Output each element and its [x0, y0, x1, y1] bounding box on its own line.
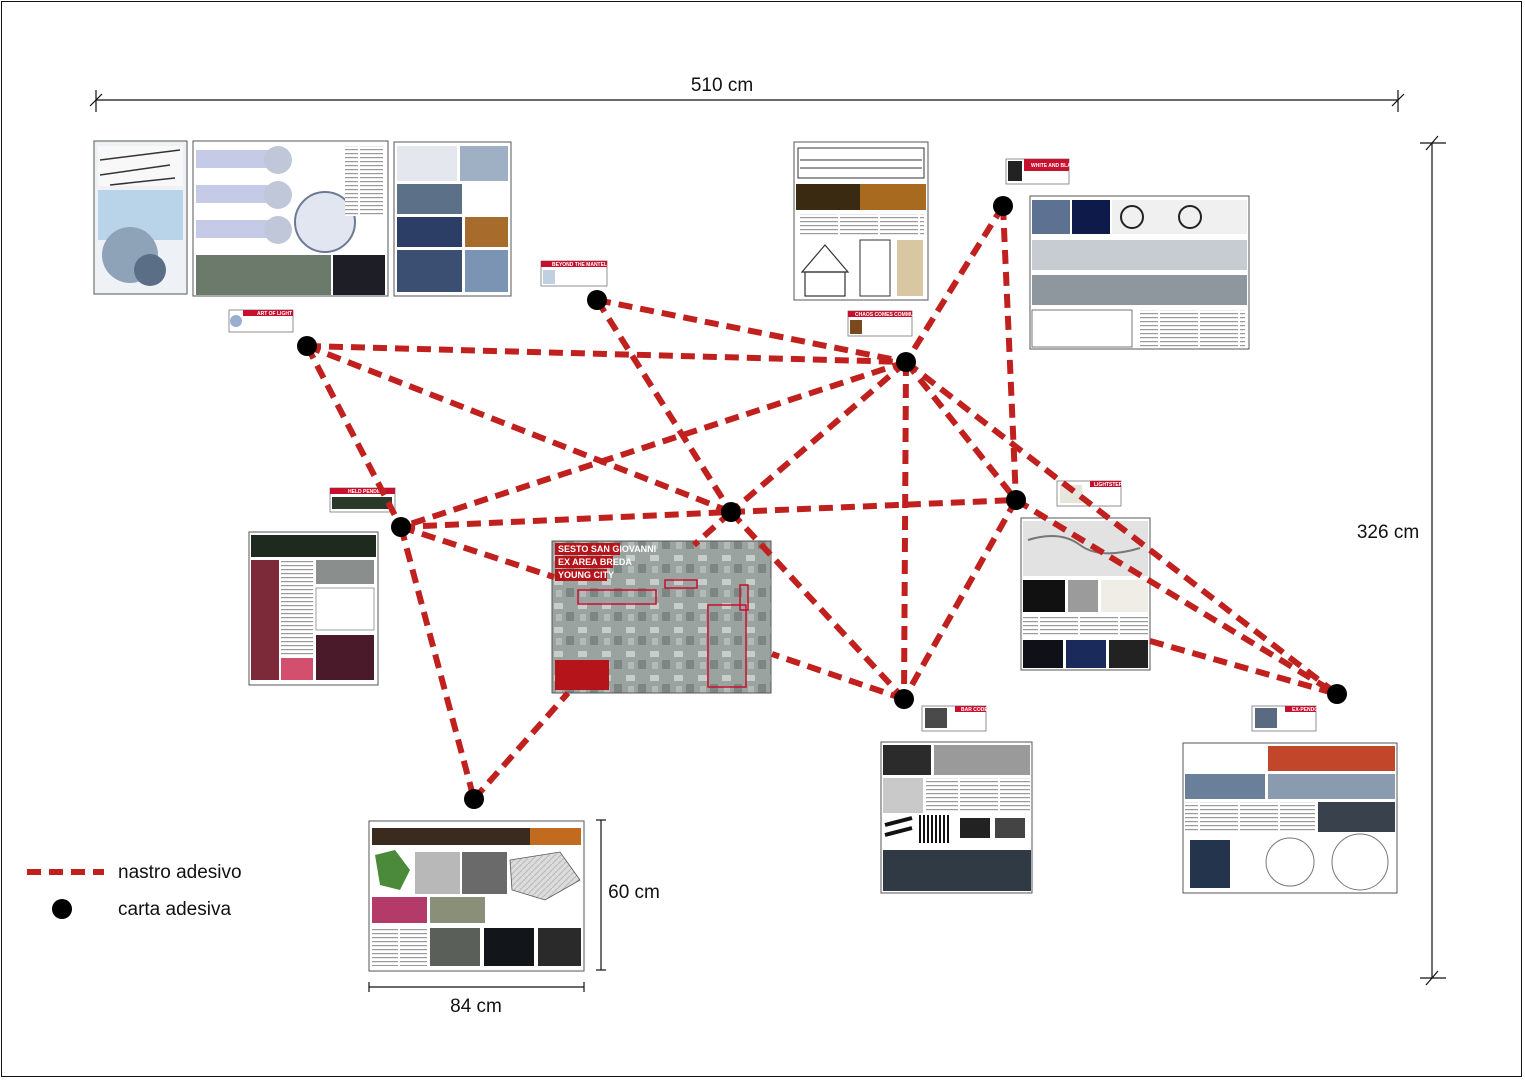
label-bar-code-text: BAR CODE — [961, 707, 988, 713]
label-ex-pendo-text: EX-PENDO — [1292, 707, 1318, 713]
central-title-line-2: EX AREA BREDA — [558, 557, 632, 567]
height-label: 326 cm — [1357, 522, 1419, 543]
tape-segment — [594, 298, 734, 514]
panel-width-label: 84 cm — [450, 996, 502, 1017]
tape-segment — [305, 343, 733, 515]
adhesive-dot — [464, 789, 484, 809]
label-white-and-black-text: WHITE AND BLACK — [1031, 163, 1078, 169]
central-title-line-1: SESTO SAN GIOVANNI — [558, 544, 656, 554]
central-panel: SESTO SAN GIOVANNI EX AREA BREDA YOUNG C… — [551, 540, 772, 694]
tape-segment — [1000, 205, 1019, 501]
width-dimension: 510 cm — [89, 75, 1405, 112]
adhesive-dot — [297, 336, 317, 356]
label-beyond-the-mantel: BEYOND THE MANTEL — [540, 260, 608, 287]
adhesive-dot — [896, 352, 916, 372]
tape-segment — [903, 360, 1019, 502]
label-lightsteps: LIGHTSTEPS — [1056, 480, 1126, 507]
legend-dot-swatch — [52, 899, 72, 919]
width-label: 510 cm — [691, 75, 753, 96]
tape-segment — [771, 651, 905, 702]
tape-segment — [471, 691, 571, 801]
label-white-and-black: WHITE AND BLACK — [1005, 158, 1078, 185]
height-dimension: 326 cm — [1357, 135, 1446, 986]
panel-lightsteps — [1020, 517, 1151, 671]
tape-segment — [304, 344, 404, 529]
adhesive-dot — [391, 517, 411, 537]
panel-width-dimension: 84 cm — [368, 982, 585, 1017]
tape-connections — [304, 204, 1339, 801]
adhesive-dot — [587, 290, 607, 310]
panel-height-label: 60 cm — [608, 882, 660, 903]
tape-segment — [904, 359, 1339, 697]
panel-art-of-light-3 — [393, 141, 512, 297]
tape-segment — [1014, 497, 1339, 697]
tape-segment — [596, 297, 907, 365]
label-art-of-light: ART OF LIGHT — [228, 309, 294, 333]
legend: nastro adesivo carta adesiva — [27, 862, 242, 920]
adhesive-dot — [721, 502, 741, 522]
legend-dot-label: carta adesiva — [118, 899, 231, 920]
panel-overview — [368, 820, 585, 972]
panel-height-dimension: 60 cm — [596, 819, 660, 971]
panel-art-of-light-1 — [93, 140, 188, 295]
tape-segment — [729, 359, 908, 515]
panel-white-and-black — [1029, 195, 1250, 350]
central-title-line-3: YOUNG CITY — [558, 570, 614, 580]
adhesive-dot — [993, 196, 1013, 216]
tape-segment — [306, 343, 907, 365]
tape-segment — [400, 524, 555, 580]
adhesive-dot — [1006, 490, 1026, 510]
tape-segment — [903, 204, 1006, 364]
adhesive-dot — [1327, 684, 1347, 704]
panel-chaos-comes-community — [793, 141, 929, 301]
label-held-pending-text: HELD PENDING — [348, 489, 386, 495]
panel-art-of-light-2 — [192, 140, 389, 297]
label-chaos-comes-community: CHAOS COMES COMMUNITY — [847, 310, 926, 337]
panel-ex-pendo — [1182, 742, 1398, 894]
label-ex-pendo: EX-PENDO — [1251, 705, 1318, 732]
tape-segment — [901, 361, 909, 700]
panel-bar-code — [880, 741, 1033, 894]
label-bar-code: BAR CODE — [921, 705, 988, 732]
tape-segment — [400, 509, 732, 530]
label-beyond-the-mantel-text: BEYOND THE MANTEL — [552, 262, 607, 268]
barcode-icon — [919, 815, 949, 843]
tape-segment — [901, 498, 1019, 701]
label-art-of-light-text: ART OF LIGHT — [257, 311, 292, 317]
tape-segment — [1149, 638, 1338, 697]
tape-segment — [730, 497, 1017, 515]
legend-tape-label: nastro adesivo — [118, 862, 242, 883]
label-lightsteps-text: LIGHTSTEPS — [1094, 482, 1126, 488]
label-chaos-comes-community-text: CHAOS COMES COMMUNITY — [855, 312, 926, 318]
panel-held-pending — [248, 531, 379, 686]
tape-segment — [398, 526, 477, 800]
adhesive-dot — [894, 689, 914, 709]
tape-segment — [400, 359, 907, 530]
adhesive-dots — [297, 196, 1347, 809]
